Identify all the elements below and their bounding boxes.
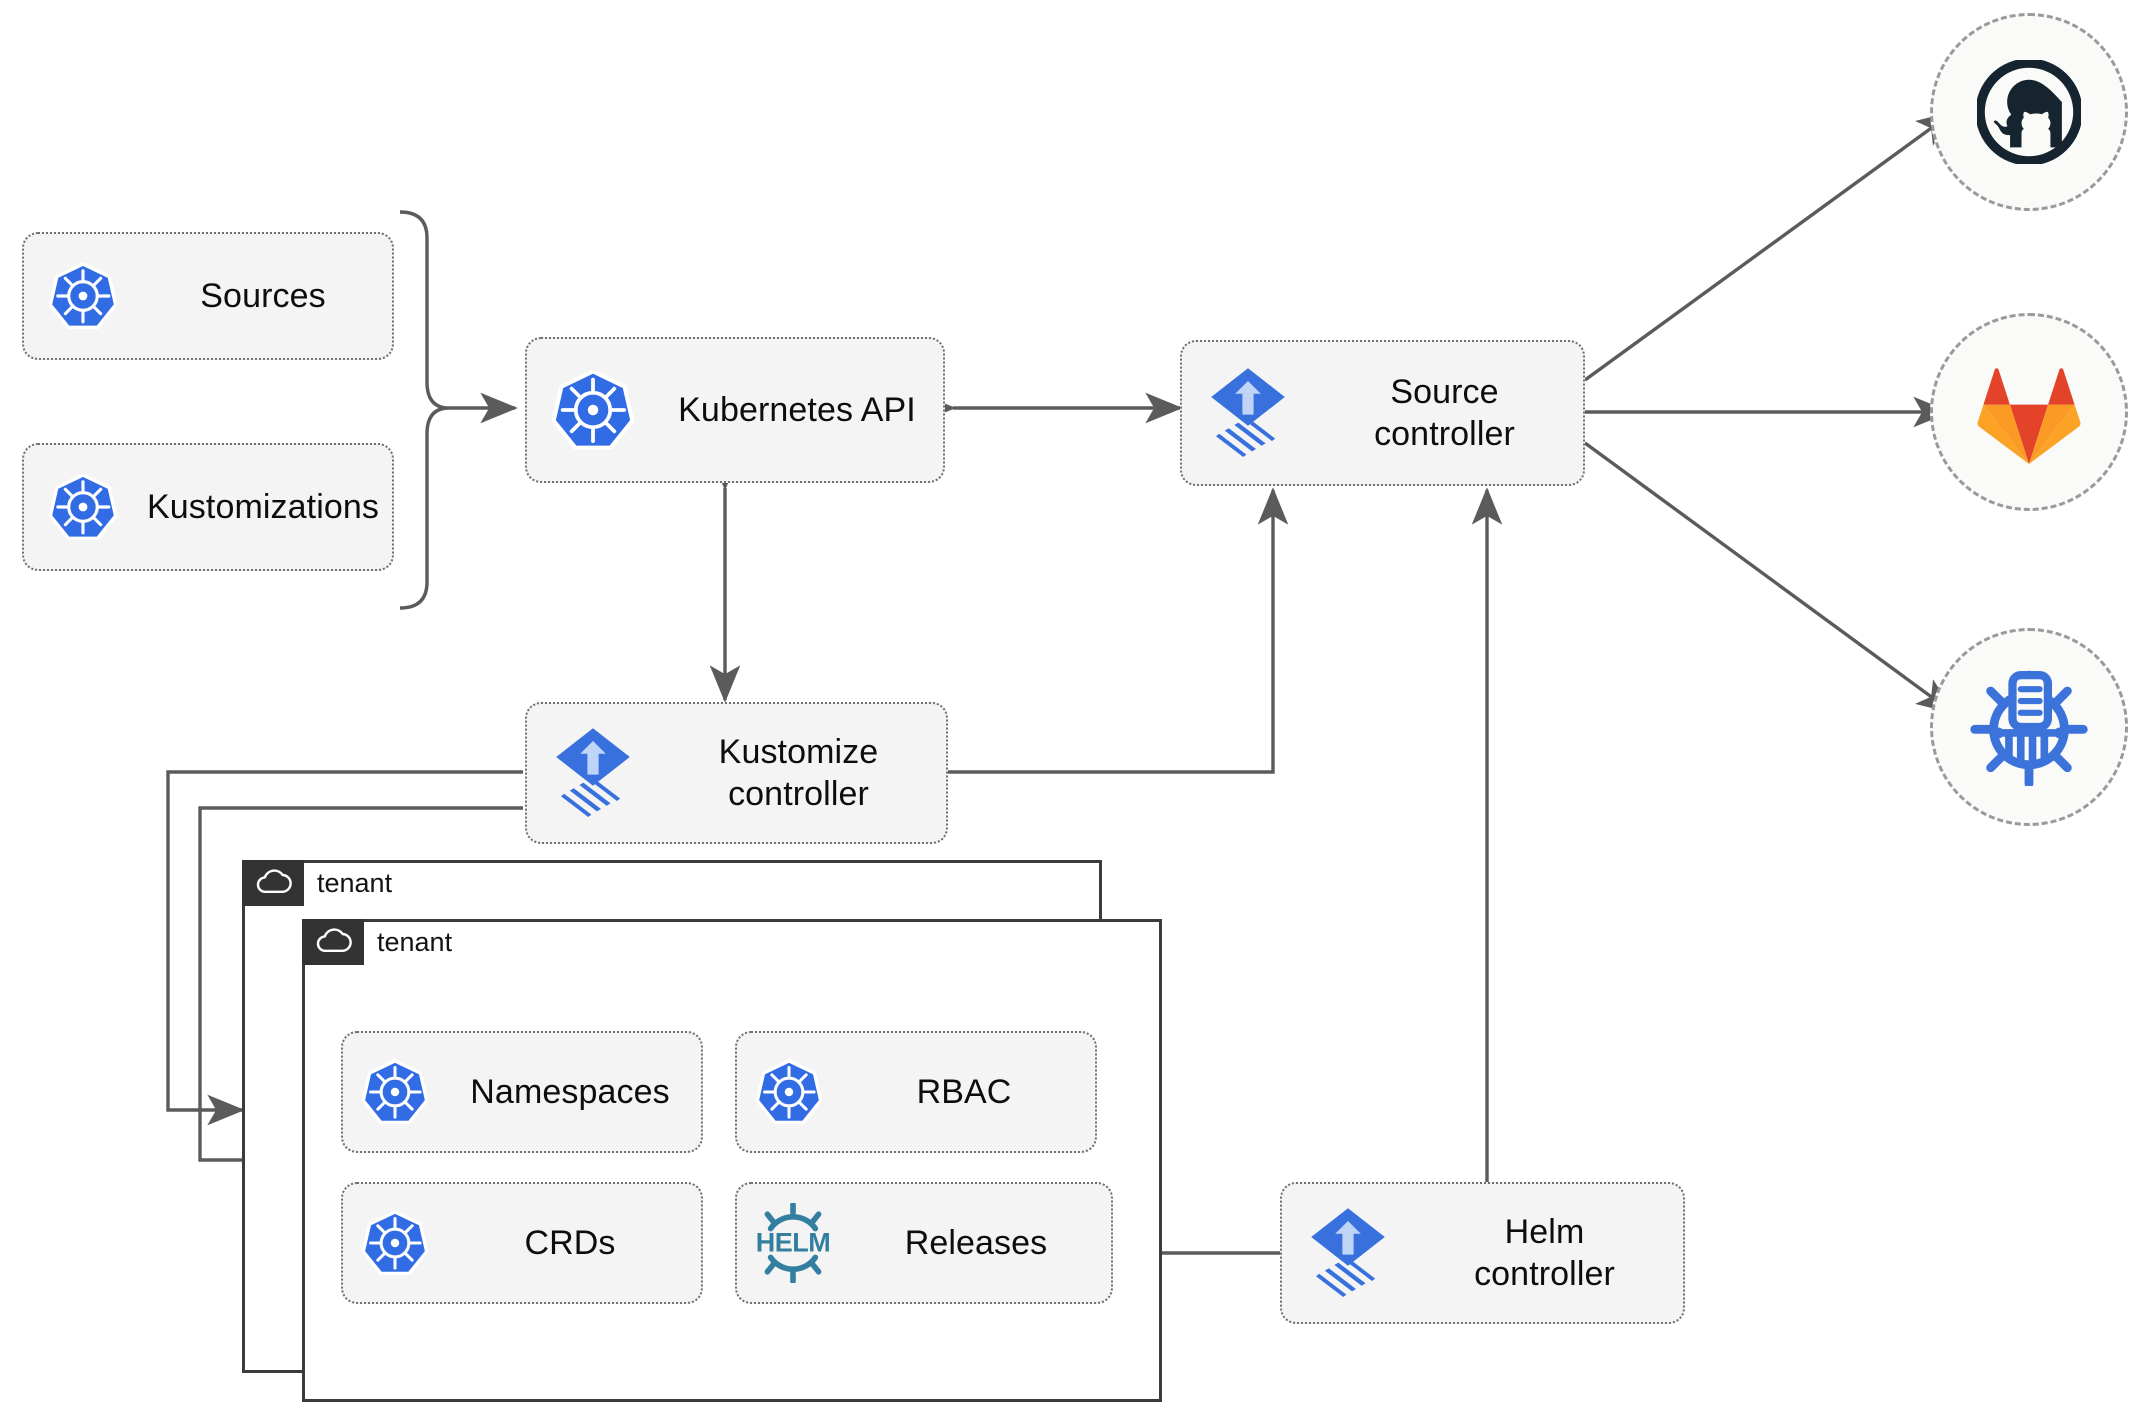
node-source-controller[interactable]: Source controller: [1180, 340, 1585, 486]
node-rbac-label: RBAC: [916, 1072, 1012, 1111]
source-controller-line2: controller: [1374, 415, 1515, 453]
provider-github[interactable]: [1930, 13, 2128, 211]
node-kustomizations-label: Kustomizations: [147, 487, 379, 526]
kubernetes-icon: [527, 369, 659, 451]
node-sources[interactable]: Sources: [22, 232, 394, 360]
cloud-icon: [316, 928, 352, 953]
node-rbac[interactable]: RBAC: [735, 1031, 1097, 1153]
kubernetes-icon: [343, 1210, 447, 1276]
node-releases-label: Releases: [904, 1223, 1048, 1262]
edge-kustomize-controller-to-source-controller: [948, 487, 1289, 774]
helm-icon: HELM: [737, 1203, 849, 1283]
node-kubernetes-api-label: Kubernetes API: [678, 390, 916, 429]
helm-controller-line2: controller: [1474, 1255, 1615, 1293]
node-kustomize-controller[interactable]: Kustomize controller: [525, 702, 948, 844]
cloud-icon: [256, 869, 292, 894]
kustomize-controller-line2: controller: [728, 775, 869, 813]
kubernetes-icon: [24, 262, 142, 330]
kubernetes-icon: [343, 1059, 447, 1125]
tenant-front-tab-bar: [364, 919, 1162, 965]
flux-icon: [1182, 365, 1314, 461]
github-icon: [1977, 60, 2081, 164]
gitlab-icon: [1977, 368, 2081, 464]
tenant-front-tab[interactable]: [302, 919, 364, 965]
node-kubernetes-api[interactable]: Kubernetes API: [525, 337, 945, 483]
node-namespaces[interactable]: Namespaces: [341, 1031, 703, 1153]
source-controller-line1: Source: [1390, 372, 1499, 411]
kubernetes-icon: [737, 1059, 841, 1125]
node-helm-controller[interactable]: Helm controller: [1280, 1182, 1685, 1324]
node-crds-label: CRDs: [524, 1223, 616, 1262]
node-namespaces-label: Namespaces: [470, 1072, 670, 1111]
node-kustomize-controller-label: Kustomize controller: [659, 731, 946, 816]
flux-icon: [1282, 1205, 1414, 1301]
tenant-back-tab-bar: [304, 860, 1102, 906]
helm-wordmark: HELM: [755, 1227, 831, 1258]
node-crds[interactable]: CRDs: [341, 1182, 703, 1304]
node-kustomizations[interactable]: Kustomizations: [22, 443, 394, 571]
node-releases[interactable]: HELM Releases: [735, 1182, 1113, 1304]
node-helm-controller-label: Helm controller: [1414, 1211, 1683, 1296]
provider-gitlab[interactable]: [1930, 313, 2128, 511]
tenant-front-label: tenant: [377, 926, 453, 957]
kustomize-controller-line1: Kustomize: [718, 732, 879, 771]
edge-resources-brace: [399, 210, 450, 610]
provider-helm-repository[interactable]: [1930, 628, 2128, 826]
edge-source-controller-to-helm-repository: [1583, 441, 1955, 714]
helm-repository-icon: [1970, 668, 2088, 786]
node-sources-label: Sources: [200, 276, 326, 315]
helm-controller-line1: Helm: [1504, 1212, 1585, 1251]
node-source-controller-label: Source controller: [1314, 371, 1583, 456]
flux-icon: [527, 725, 659, 821]
tenant-back-label: tenant: [317, 867, 393, 898]
tenant-back-tab[interactable]: [242, 860, 304, 906]
edge-source-controller-to-github: [1583, 111, 1955, 382]
kubernetes-icon: [24, 473, 142, 541]
